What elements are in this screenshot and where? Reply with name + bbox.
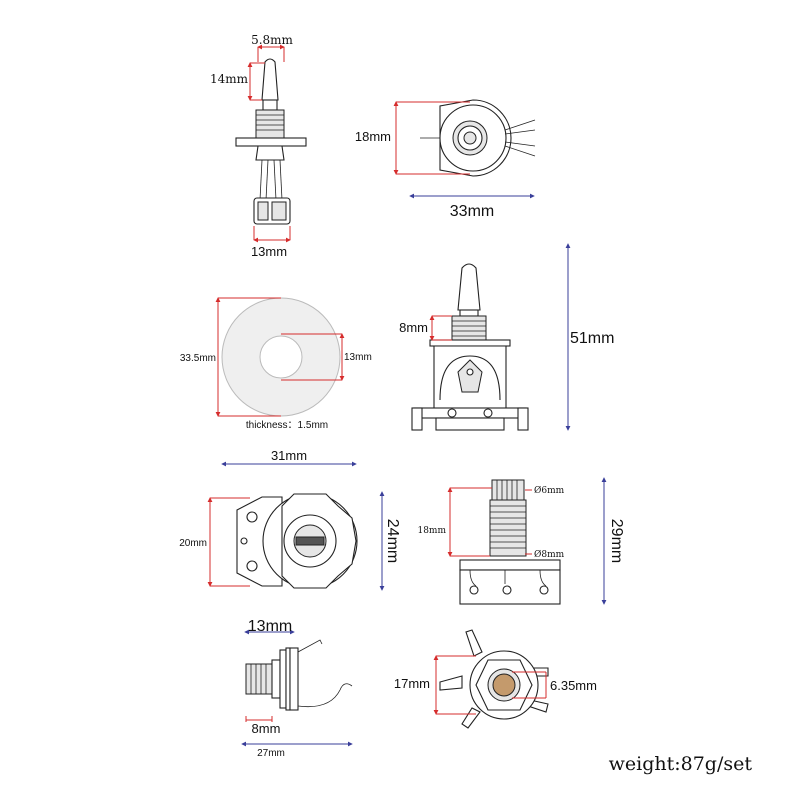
pot-side-height-label: 29mm xyxy=(608,519,625,563)
pot-top-view: 31mm 20mm 24mm xyxy=(179,448,401,591)
washer-outer-label: 33.5mm xyxy=(180,353,216,364)
shaft-top-dia-label: Ø6mm xyxy=(534,485,565,496)
jack-nut-width-label: 13mm xyxy=(248,618,292,635)
toggle-tip-width-label: 5.8mm xyxy=(251,33,293,47)
washer-thickness-label: thickness：1.5mm xyxy=(246,420,328,431)
toggle-tip-height-label: 14mm xyxy=(210,72,249,86)
shaft-bottom-dia-label: Ø8mm xyxy=(534,549,565,560)
shaft-thread-label: 18mm xyxy=(417,526,446,536)
jack-thread-label: 8mm xyxy=(252,721,281,736)
jack-front-view: 17mm 6.35mm xyxy=(394,629,597,729)
switch-thread-label: 8mm xyxy=(399,320,428,335)
jack-front-height-label: 17mm xyxy=(394,676,430,691)
switch-front-view: 8mm 51mm xyxy=(399,243,614,431)
pot-width-label: 31mm xyxy=(271,448,307,463)
toggle-switch-side-view: 5.8mm 14mm 13mm xyxy=(210,33,307,259)
pot-side-view: Ø6mm Ø8mm 18mm 29mm xyxy=(417,477,625,605)
washer: 33.5mm 13mm thickness：1.5mm xyxy=(180,297,372,431)
pot-inner-label: 20mm xyxy=(179,538,207,549)
toggle-switch-top-view: 18mm 33mm xyxy=(355,99,536,220)
jack-length-label: 27mm xyxy=(257,748,285,759)
weight-label: weight:87g/set xyxy=(609,753,753,775)
switch-height-label: 51mm xyxy=(570,330,614,347)
toggle-top-width-label: 33mm xyxy=(450,203,494,220)
jack-side-view: 13mm 8mm 27mm xyxy=(241,618,353,759)
pot-outer-label: 24mm xyxy=(384,519,401,563)
jack-hole-label: 6.35mm xyxy=(550,678,597,693)
toggle-top-height-label: 18mm xyxy=(355,129,391,144)
toggle-base-width-label: 13mm xyxy=(251,244,287,259)
washer-inner-label: 13mm xyxy=(344,352,372,363)
